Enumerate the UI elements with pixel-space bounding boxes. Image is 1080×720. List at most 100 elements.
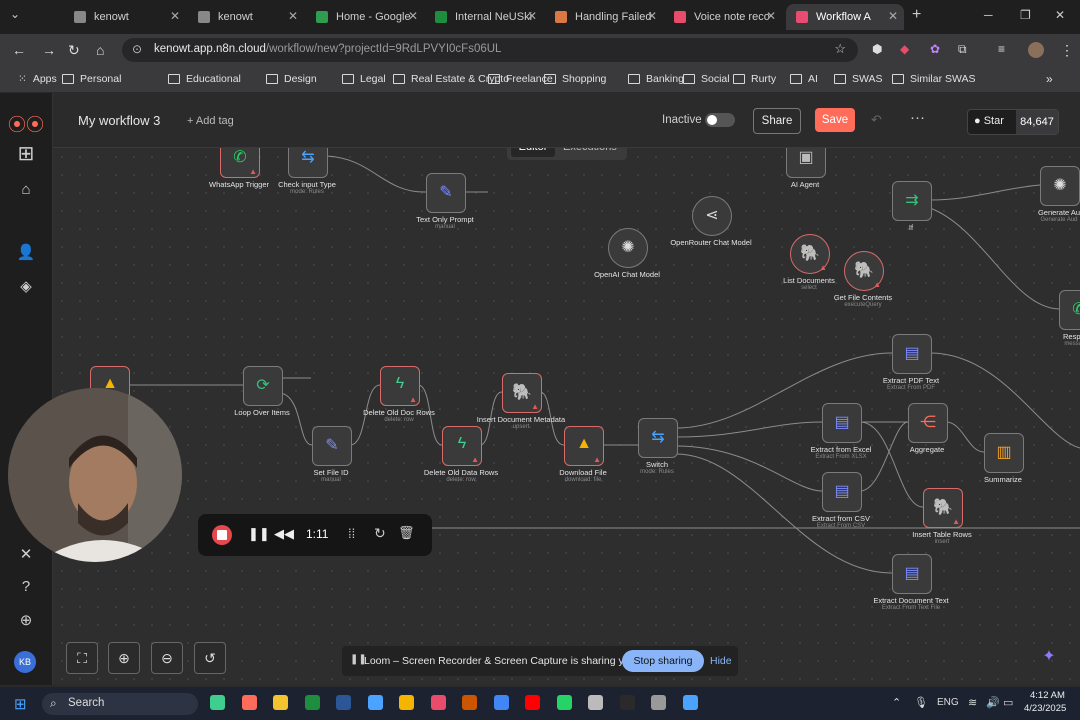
workflow-node[interactable]: ▤ [892,334,932,374]
workflow-node[interactable]: ✆ [1059,290,1080,330]
help-icon[interactable]: ? [21,578,31,595]
github-star-button[interactable]: ● Star 84,647 [967,109,1059,135]
bookmark-item[interactable]: Freelance [488,73,553,85]
more-bookmarks-icon[interactable]: » [1046,72,1053,86]
reload-icon[interactable]: ↻ [68,42,80,58]
browser-tab[interactable]: Workflow A✕ [786,4,904,30]
hide-button[interactable]: Hide [710,655,732,667]
workflow-node[interactable]: ⟳ [243,366,283,406]
home-nav-icon[interactable]: ⌂ [21,181,31,198]
mic-icon[interactable]: 🎙 [914,697,928,709]
bookmark-star-icon[interactable]: ☆ [834,41,846,56]
workflow-node[interactable]: ▣ [786,148,826,178]
chatgpt-icon[interactable] [210,695,225,710]
workflow-title[interactable]: My workflow 3 [78,113,161,128]
youtube-icon[interactable] [525,695,540,710]
more-options-icon[interactable]: ··· [910,109,925,126]
close-tab-icon[interactable]: ✕ [407,9,418,23]
whatsapp-icon[interactable] [556,695,572,710]
zoom-out-button[interactable]: ⊖ [151,642,183,674]
sublime-icon[interactable] [462,695,477,710]
close-tab-icon[interactable]: ✕ [646,9,657,23]
volume-icon[interactable]: 🔊 [986,697,1000,709]
workflow-node[interactable]: ϟ▲ [442,426,482,466]
tab-editor[interactable]: Editor [511,148,555,157]
workflow-node[interactable]: ✎ [426,173,466,213]
maximize-icon[interactable]: ❐ [1020,8,1031,22]
windows-start-icon[interactable]: ⊞ [14,696,27,713]
close-window-icon[interactable]: ✕ [1055,8,1066,22]
share-button[interactable]: Share [753,108,801,134]
workflow-node[interactable]: 🐘▲ [502,373,542,413]
close-tab-icon[interactable]: ✕ [287,9,298,23]
browser-menu-icon[interactable]: ⋮ [1060,42,1074,58]
obs-icon[interactable] [619,695,635,710]
excel-icon[interactable] [304,695,320,710]
tray-chevron-icon[interactable]: ⌃ [892,697,902,709]
tab-executions[interactable]: Executions [563,148,617,157]
file-explorer-icon[interactable] [273,695,288,710]
new-tab-button[interactable]: + [912,6,922,23]
x-nav-icon[interactable]: ✕ [19,546,33,563]
bookmark-item[interactable]: Similar SWAS [892,73,976,85]
browser-tab[interactable]: Handling Failed✕ [545,4,663,30]
notepad-icon[interactable] [588,695,603,710]
workflow-node[interactable]: ⇆ [638,418,678,458]
workflow-node[interactable]: ✎ [312,426,352,466]
word-icon[interactable] [336,695,351,710]
bookmark-item[interactable]: Personal [62,73,121,85]
browser-tab[interactable]: kenowt✕ [64,4,186,30]
browser-tab[interactable]: Home - Google✕ [306,4,424,30]
battery-icon[interactable]: ▭ [1003,697,1014,709]
workflow-node[interactable]: ▥ [984,433,1024,473]
figma-extension-icon[interactable]: ◆ [900,42,910,56]
close-tab-icon[interactable]: ✕ [887,9,898,23]
close-tab-icon[interactable]: ✕ [169,9,180,23]
save-button[interactable]: Save [815,108,855,132]
forward-icon[interactable]: → [42,42,56,58]
gift-icon[interactable]: ⊕ [19,612,33,629]
bookmark-item[interactable]: Design [266,73,317,85]
workflow-node[interactable]: 🐘▲ [923,488,963,528]
workflow-node[interactable]: ⇉ [892,181,932,221]
workflow-node[interactable]: ▲▲ [564,426,604,466]
back-icon[interactable]: ← [12,42,26,58]
ai-assistant-button[interactable]: ✦ [1034,642,1064,672]
zoom-in-button[interactable]: ⊕ [108,642,140,674]
stop-record-button[interactable] [212,525,232,545]
bookmark-item[interactable]: Legal [342,73,386,85]
bookmark-item[interactable]: ⁙Apps [18,73,57,85]
workflow-node[interactable]: ⇆ [288,148,328,178]
rewind-icon[interactable]: ◀◀ [274,526,294,541]
workflow-node[interactable]: ✆▲ [220,148,260,178]
workflow-node[interactable]: ▤ [822,403,862,443]
delete-recording-icon[interactable]: 🗑 [398,525,415,540]
layers-nav-icon[interactable]: ◈ [20,278,32,295]
tab-search-icon[interactable]: ⌄ [10,7,21,21]
workflow-node[interactable]: 🐘▲ [844,251,884,291]
zoom-icon[interactable] [682,695,698,710]
undo-icon[interactable]: ↶ [871,112,882,127]
minimize-icon[interactable]: ─ [984,8,993,22]
chrome-icon[interactable] [493,695,509,710]
workflow-node[interactable]: ⋲ [908,403,948,443]
bookmark-item[interactable]: Educational [168,73,241,85]
clock-date[interactable]: 4/23/2025 [1024,703,1067,714]
workflow-node[interactable]: ✺ [608,228,648,268]
bookmark-item[interactable]: Shopping [544,73,606,85]
stop-sharing-button[interactable]: Stop sharing [622,650,704,672]
n8n-logo-icon[interactable]: ⦿⦿ [8,115,44,135]
bookmark-item[interactable]: Banking [628,73,684,85]
gmail-icon[interactable] [430,695,446,710]
language-indicator[interactable]: ENG [937,697,959,708]
illustrator-icon[interactable] [241,695,257,710]
settings-icon[interactable] [651,695,666,710]
media-control-icon[interactable]: ≡ [998,42,1006,56]
bookmark-item[interactable]: Rurty [733,73,776,85]
bookmark-item[interactable]: Social [683,73,730,85]
bookmark-item[interactable]: AI [790,73,818,85]
url-omnibox[interactable]: ⊙ kenowt.app.n8n.cloud/workflow/new?proj… [122,38,858,62]
add-icon[interactable]: ⊞ [17,143,35,165]
extension-badge-icon[interactable]: ✿ [930,42,941,56]
home-icon[interactable]: ⌂ [96,42,105,58]
